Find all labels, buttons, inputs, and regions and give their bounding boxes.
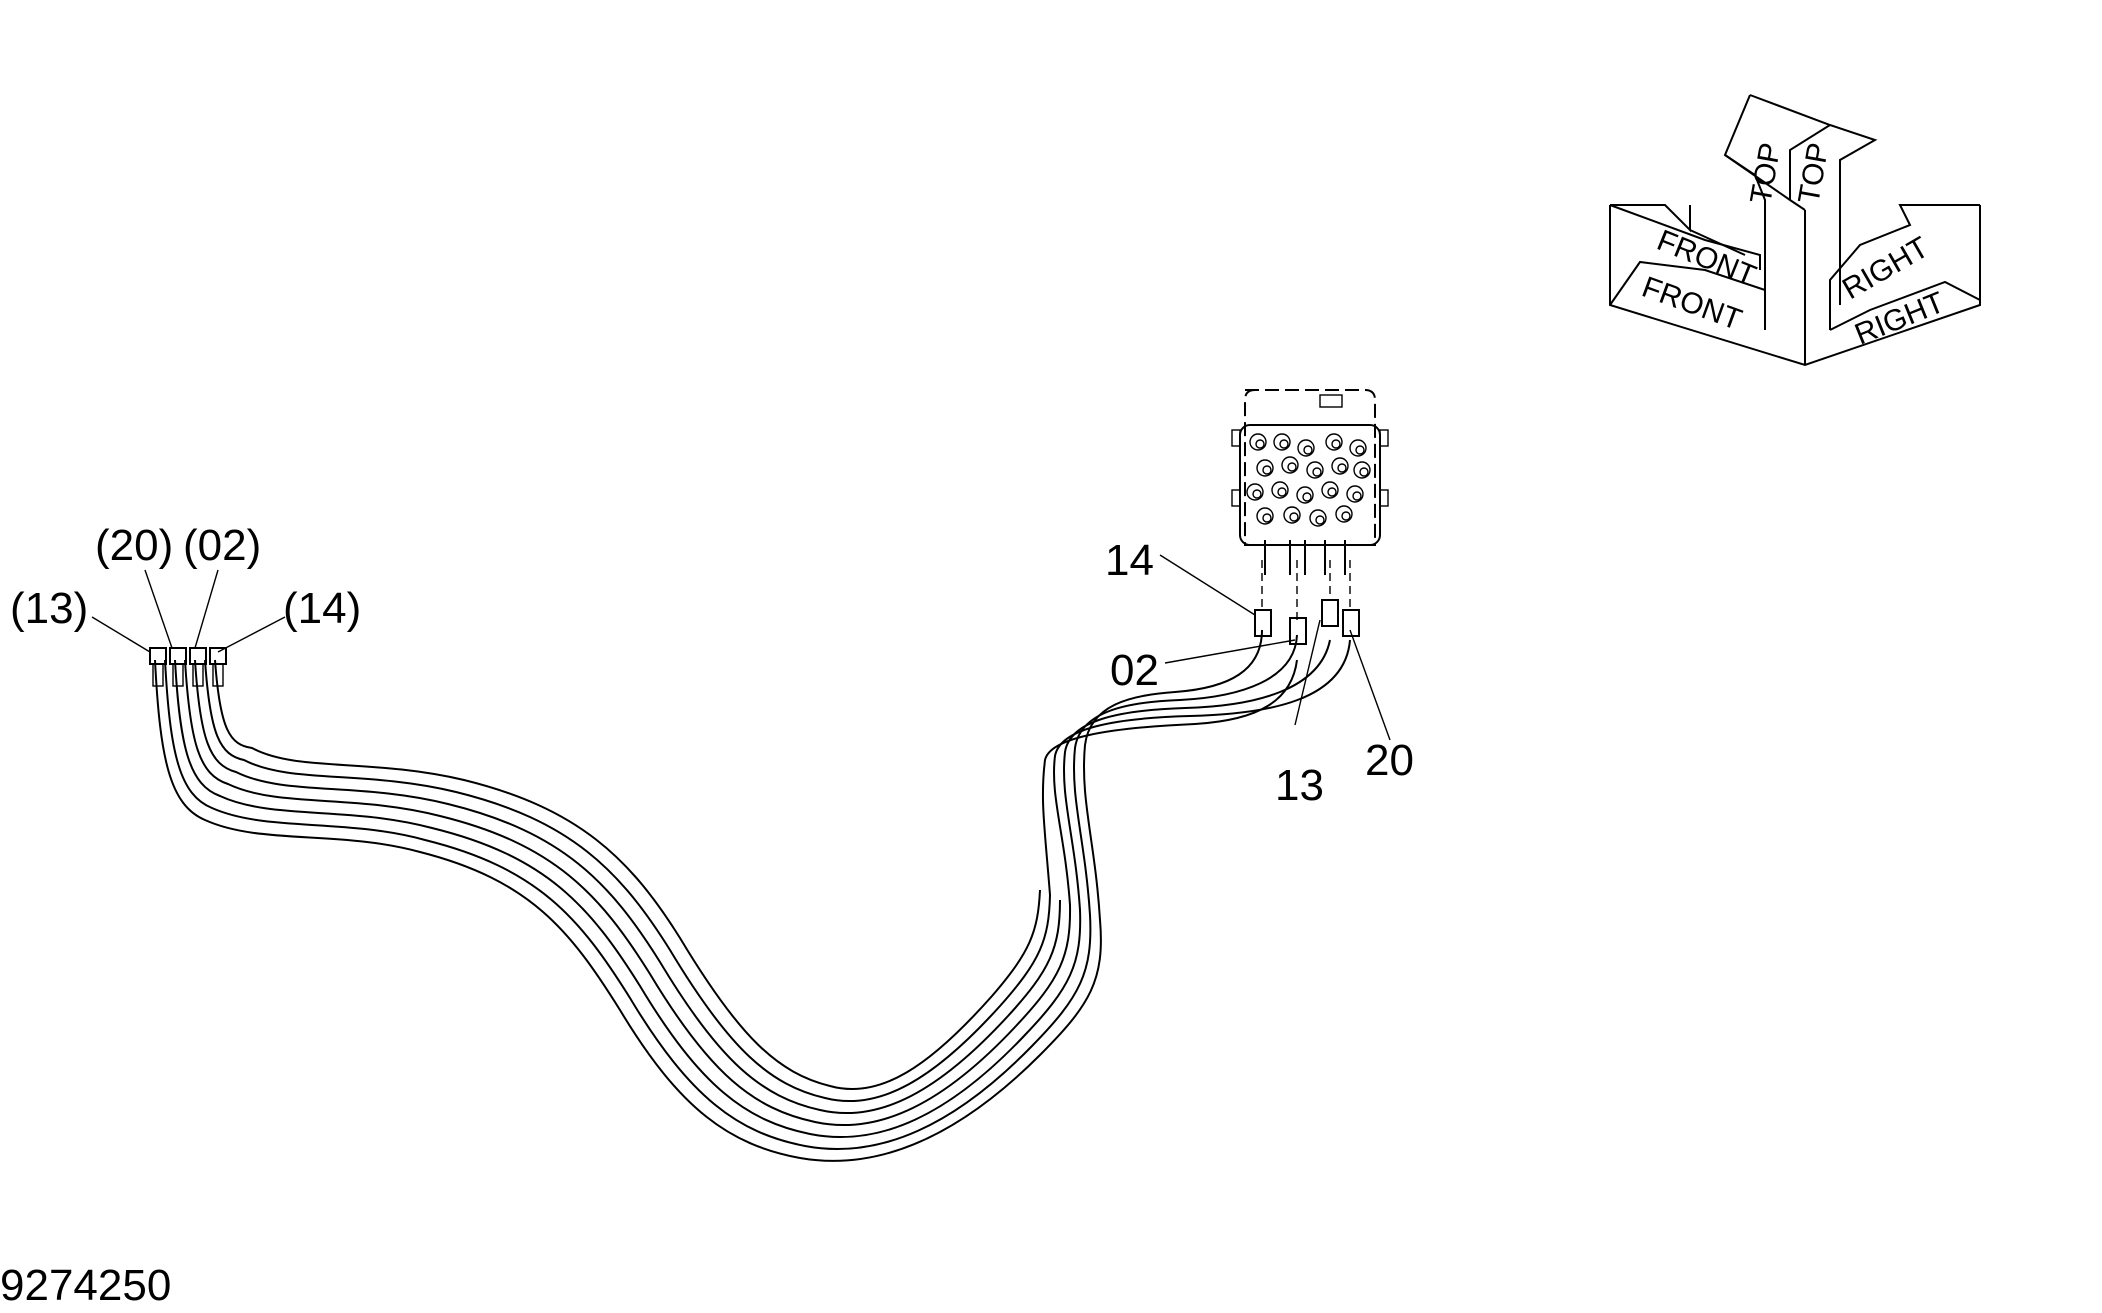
bolt-inner <box>1302 492 1312 502</box>
bolt-inner <box>1352 491 1362 501</box>
bolt-head <box>1249 433 1267 451</box>
bolt-head <box>1246 483 1264 501</box>
hose-bundle <box>154 629 1351 1162</box>
callout-left-14: (14) <box>283 584 361 633</box>
callout-right-02: 02 <box>1110 646 1159 695</box>
bolt-head <box>1321 481 1339 499</box>
valve-bolts <box>1246 433 1371 527</box>
callout-right-14: 14 <box>1105 536 1154 585</box>
bolt-inner <box>1255 439 1265 449</box>
bolt-inner <box>1252 489 1262 499</box>
bolt-inner <box>1337 463 1347 473</box>
orientation-indicator: FRONT FRONT TOP TOP RIGHT RIGHT <box>1609 94 1981 367</box>
bolt-inner <box>1262 513 1272 523</box>
bolt-inner <box>1355 445 1365 455</box>
bolt-head <box>1309 509 1327 527</box>
callout-left-02: (02) <box>183 521 261 570</box>
top-label-right: TOP <box>1792 140 1835 206</box>
bolt-inner <box>1327 487 1337 497</box>
bolt-head <box>1349 439 1367 457</box>
drawing-number: 9274250 <box>0 1261 171 1310</box>
bolt-inner <box>1315 515 1325 525</box>
bolt-inner <box>1277 487 1287 497</box>
top-label-left: TOP <box>1744 140 1787 206</box>
bolt-head <box>1256 507 1274 525</box>
callout-right-20: 20 <box>1365 736 1414 785</box>
valve-block <box>1231 389 1389 620</box>
bolt-head <box>1281 456 1299 474</box>
callout-left-13: (13) <box>10 584 88 633</box>
bolt-head <box>1296 486 1314 504</box>
bolt-head <box>1335 505 1353 523</box>
bolt-head <box>1325 433 1343 451</box>
bolt-inner <box>1279 439 1289 449</box>
bolt-head <box>1306 461 1324 479</box>
bolt-head <box>1271 481 1289 499</box>
bolt-head <box>1346 485 1364 503</box>
left-fittings <box>149 647 227 687</box>
bolt-head <box>1353 461 1371 479</box>
bolt-inner <box>1331 439 1341 449</box>
bolt-inner <box>1341 511 1351 521</box>
right-fittings <box>1254 599 1360 645</box>
bolt-inner <box>1287 462 1297 472</box>
bolt-head <box>1331 457 1349 475</box>
bolt-head <box>1256 459 1274 477</box>
bolt-head <box>1283 506 1301 524</box>
bolt-head <box>1297 439 1315 457</box>
bolt-inner <box>1262 465 1272 475</box>
callout-left-20: (20) <box>95 521 173 570</box>
bolt-inner <box>1359 467 1369 477</box>
bolt-inner <box>1312 467 1322 477</box>
callout-right-13: 13 <box>1275 761 1324 810</box>
bolt-inner <box>1289 512 1299 522</box>
callout-leaders <box>91 554 1391 741</box>
bolt-head <box>1273 433 1291 451</box>
bolt-inner <box>1303 445 1313 455</box>
